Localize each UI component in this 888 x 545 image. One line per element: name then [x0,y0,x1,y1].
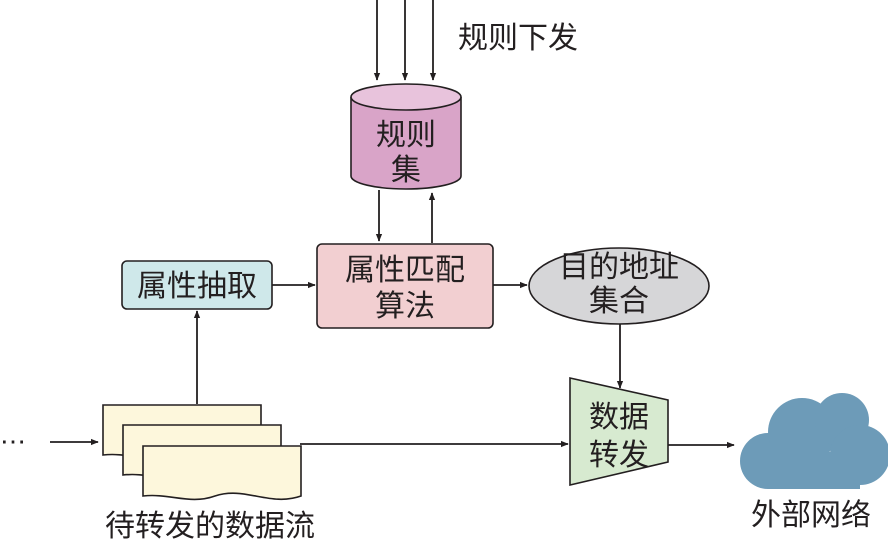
rule-set-label-line1: 规则 [376,118,436,153]
forward-block [569,377,669,487]
cloud-icon [740,393,888,489]
document-stack-icon [102,404,302,501]
attr-match-label-line1: 属性匹配 [345,253,465,288]
attr-match-box [316,243,494,329]
dest-set-label-line1: 目的地址 [559,250,679,285]
rule-dispatch-label: 规则下发 [458,21,578,56]
rule-dispatch-arrows [373,0,437,81]
dest-set-ellipse [528,247,710,325]
attr-match-label-line2: 算法 [375,289,435,324]
input-stream-label: 待转发的数据流 [105,509,315,544]
forward-label-line2: 转发 [589,438,649,473]
forward-label-line1: 数据 [589,400,649,435]
rule-set-label-line2: 集 [391,153,421,188]
database-cylinder-icon [350,83,462,190]
attr-extract-label: 属性抽取 [137,269,257,304]
dest-set-label-line2: 集合 [589,284,649,319]
external-network-label: 外部网络 [751,498,871,533]
ellipsis-label: ⋯ [0,427,26,457]
